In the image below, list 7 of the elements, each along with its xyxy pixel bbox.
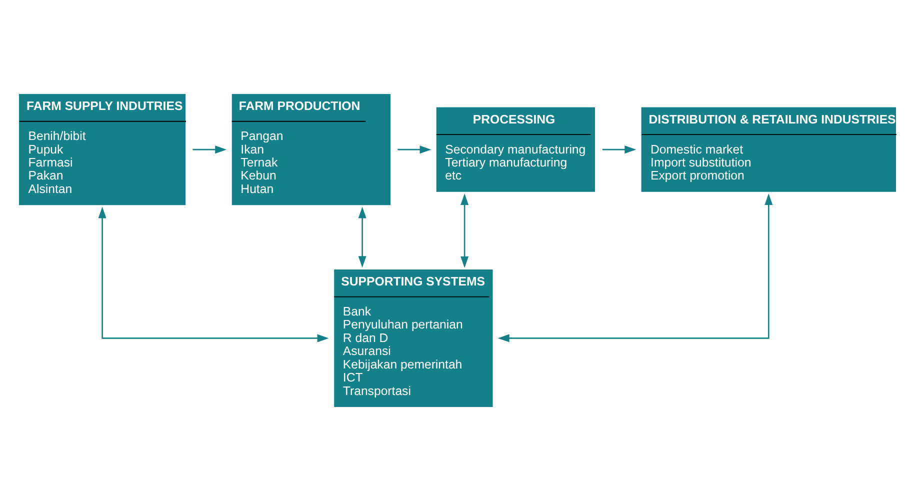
arrow [98,206,329,342]
arrow [358,206,366,268]
arrow [398,146,432,154]
arrow [602,146,636,154]
arrow [460,193,469,268]
arrow [498,193,773,342]
arrow [192,146,227,154]
